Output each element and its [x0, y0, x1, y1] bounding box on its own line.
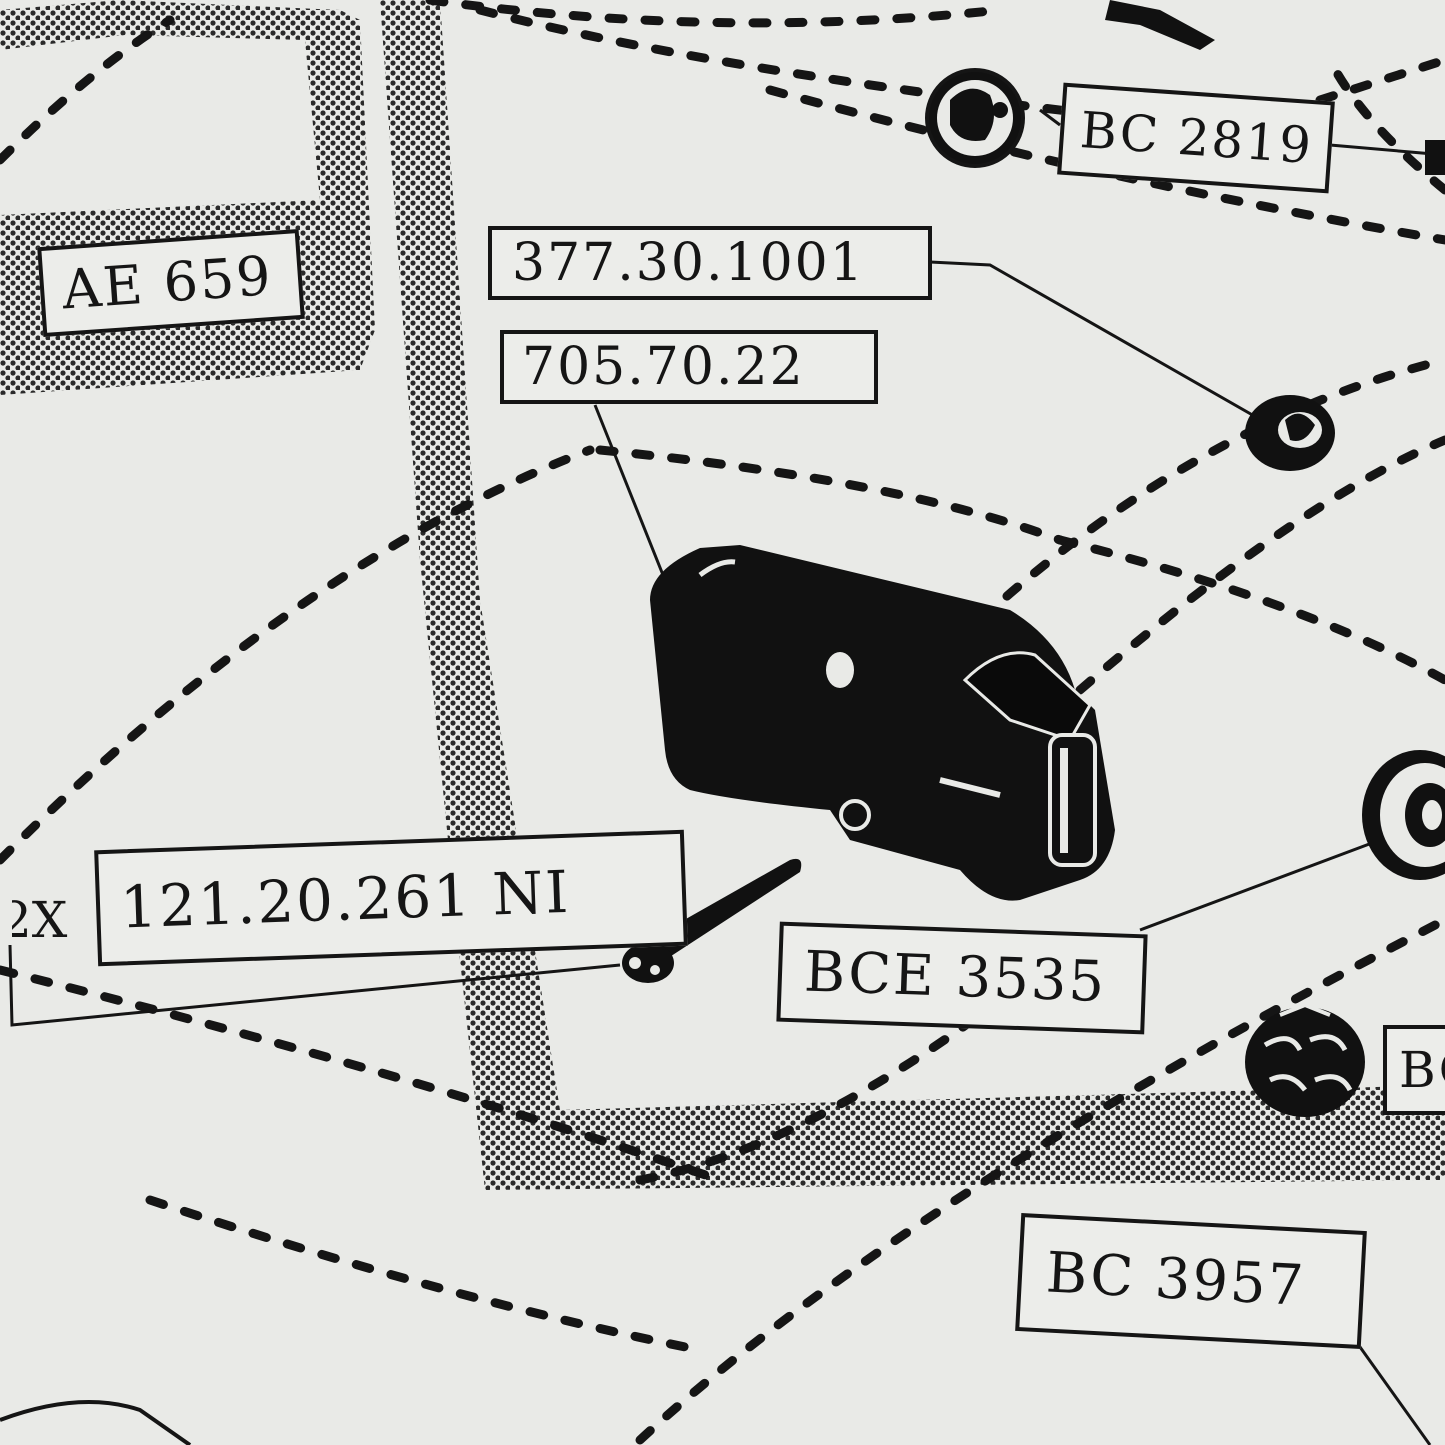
ladybug-icon [1245, 1002, 1365, 1117]
label-bce: BCE 3535 [776, 921, 1148, 1035]
leader-line [1139, 838, 1381, 932]
route-line [475, 5, 1245, 135]
camera-icon [650, 545, 1115, 901]
route-line [975, 355, 1445, 625]
label-code-121: 121.20.261 NI [94, 829, 688, 967]
label-ae-659: AE 659 [37, 228, 305, 338]
label-bc-3957: BC 3957 [1015, 1213, 1367, 1349]
route-line [765, 85, 1445, 245]
leader-line [1039, 108, 1061, 127]
coin-icon-right [1362, 750, 1445, 880]
edge-curve [0, 1400, 192, 1445]
label-bc-partial: BC [1383, 1025, 1445, 1115]
route-line [1325, 55, 1445, 195]
route-line [1055, 535, 1445, 685]
route-line [635, 915, 1445, 1445]
marker-square [1425, 140, 1445, 175]
route-line [1315, 55, 1445, 105]
zone-border-vertical [380, 0, 1445, 1190]
coin-icon-mid [1245, 395, 1335, 471]
route-line [145, 1195, 705, 1355]
label-prefix-2x: 2X [0, 891, 68, 949]
label-code-705: 705.70.22 [500, 330, 878, 404]
route-line [0, 445, 595, 865]
route-line [0, 965, 725, 1185]
pen-icon [1105, 0, 1215, 50]
label-bc-2819: BC 2819 [1057, 82, 1335, 194]
leader-line [8, 944, 621, 1027]
route-line [425, 0, 1005, 28]
route-line [595, 445, 1065, 545]
route-line [1075, 435, 1445, 695]
route-line [0, 15, 175, 165]
leader-line [1353, 1339, 1432, 1445]
coin-icon-top [925, 68, 1025, 168]
label-code-377: 377.30.1001 [488, 226, 932, 300]
leader-line [929, 260, 1271, 427]
leader-line [593, 404, 667, 581]
leader-lines [8, 108, 1445, 1445]
route-line [635, 995, 1005, 1185]
